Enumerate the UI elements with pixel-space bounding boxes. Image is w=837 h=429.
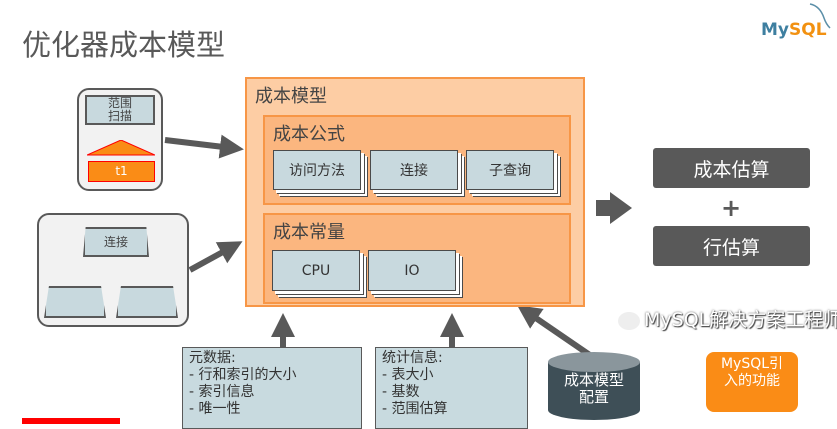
cost-formula-box: 成本公式 访问方法 连接 子查询 [263,115,571,205]
metadata-item: - 行和索引的大小 [189,367,297,383]
table-t1: t1 [88,161,155,182]
range-scan-node: 范围扫描 [85,95,155,125]
statistics-title: 统计信息: [382,350,443,366]
metadata-item: - 索引信息 [189,384,255,400]
formula-subquery: 子查询 [466,150,554,190]
join-node: 连接 [83,227,149,257]
formula-join: 连接 [370,150,458,190]
mysql-logo: MySQL [758,2,834,42]
cost-model-box: 成本模型 成本公式 访问方法 连接 子查询 成本常量 CPU IO [245,77,585,307]
arrow-range-to-model [164,134,244,159]
config-database: 成本模型配置 [548,352,640,420]
arrow-to-outputs [596,192,632,224]
slide-title: 优化器成本模型 [22,28,226,62]
metadata-title: 元数据: [189,350,236,366]
cost-constants-box: 成本常量 CPU IO [263,213,571,304]
range-scan-card: 范围扫描 t1 [77,88,163,191]
join-card: 连接 [37,213,189,327]
config-label: 成本模型配置 [563,371,624,406]
cost-formula-title: 成本公式 [273,124,345,145]
statistics-item: - 范围估算 [382,401,448,417]
metadata-item: - 唯一性 [189,401,241,417]
statistics-item: - 表大小 [382,367,434,383]
watermark-text: MySQL解决方案工程师 [644,309,837,331]
row-estimate-box: 行估算 [653,226,810,266]
new-feature-badge: MySQL引入的功能 [706,352,798,412]
watermark: MySQL解决方案工程师 [618,305,837,332]
arrow-join-to-model [188,241,243,273]
statistics-item: - 基数 [382,384,420,400]
cost-constants-title: 成本常量 [273,222,345,243]
statistics-box: 统计信息: - 表大小 - 基数 - 范围估算 [375,347,528,429]
join-input-left [44,286,106,318]
cost-model-title: 成本模型 [255,86,327,107]
accent-bar [22,418,120,424]
cost-estimate-box: 成本估算 [653,148,810,188]
metadata-box: 元数据: - 行和索引的大小 - 索引信息 - 唯一性 [182,347,362,429]
constant-cpu: CPU [272,250,360,291]
plus-sign: + [721,194,742,222]
formula-access-method: 访问方法 [273,150,361,190]
join-input-right [116,286,178,318]
constant-io: IO [368,250,456,291]
wechat-icon [618,311,640,330]
range-scan-label: 范围扫描 [107,96,132,123]
